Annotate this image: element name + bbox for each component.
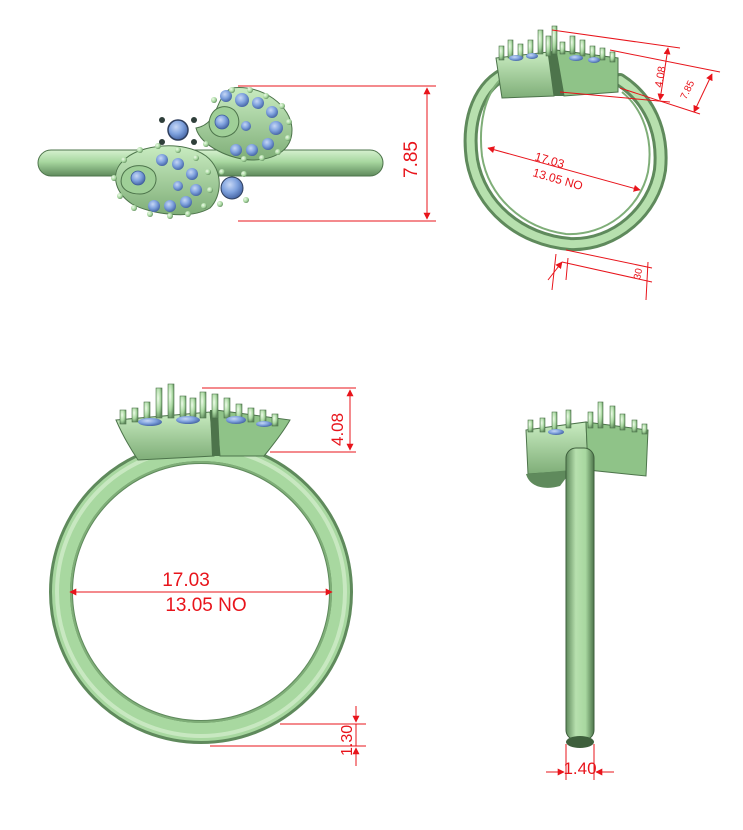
top-view-lower-stones [148,154,202,212]
side-view: 1.40 [525,401,649,780]
perspective-view-dimensions [487,29,721,301]
front-view-prongs [119,383,279,427]
front-view: 4.08 17.03 13.05 NO 1.30 [49,383,366,766]
perspective-view-shank-label: 30 [632,267,645,281]
front-view-inner-label: 17.03 [162,570,210,591]
side-view-ring [525,401,649,748]
perspective-view-prongs [498,25,616,63]
front-view-dimensions [69,387,366,766]
front-view-shank-label: 1.30 [339,725,356,756]
top-view-upper-pear-setting [195,87,293,162]
side-view-width-label: 1.40 [563,759,596,778]
front-view-head-label: 4.08 [328,413,347,446]
top-view: 7.85 [37,85,436,222]
top-view-upper-stones [220,90,283,156]
side-view-prongs [527,401,648,435]
perspective-view-head-label: 4.08 [653,65,669,88]
top-view-upper-beads [203,87,292,162]
top-view-height-label: 7.85 [401,141,422,178]
top-view-lower-pear-setting [111,143,220,219]
front-view-size-label: 13.05 NO [165,595,246,616]
top-view-lower-beads [111,143,213,219]
side-view-dimensions [546,744,614,780]
top-view-height-dimension [238,85,436,222]
perspective-view-depth-label: 7.85 [679,79,698,102]
perspective-view: 17.03 13.05 NO 4.08 7.85 30 [463,25,721,301]
front-view-ring [49,383,353,744]
perspective-view-ring [463,25,668,252]
top-view-accent-stones [159,117,249,207]
